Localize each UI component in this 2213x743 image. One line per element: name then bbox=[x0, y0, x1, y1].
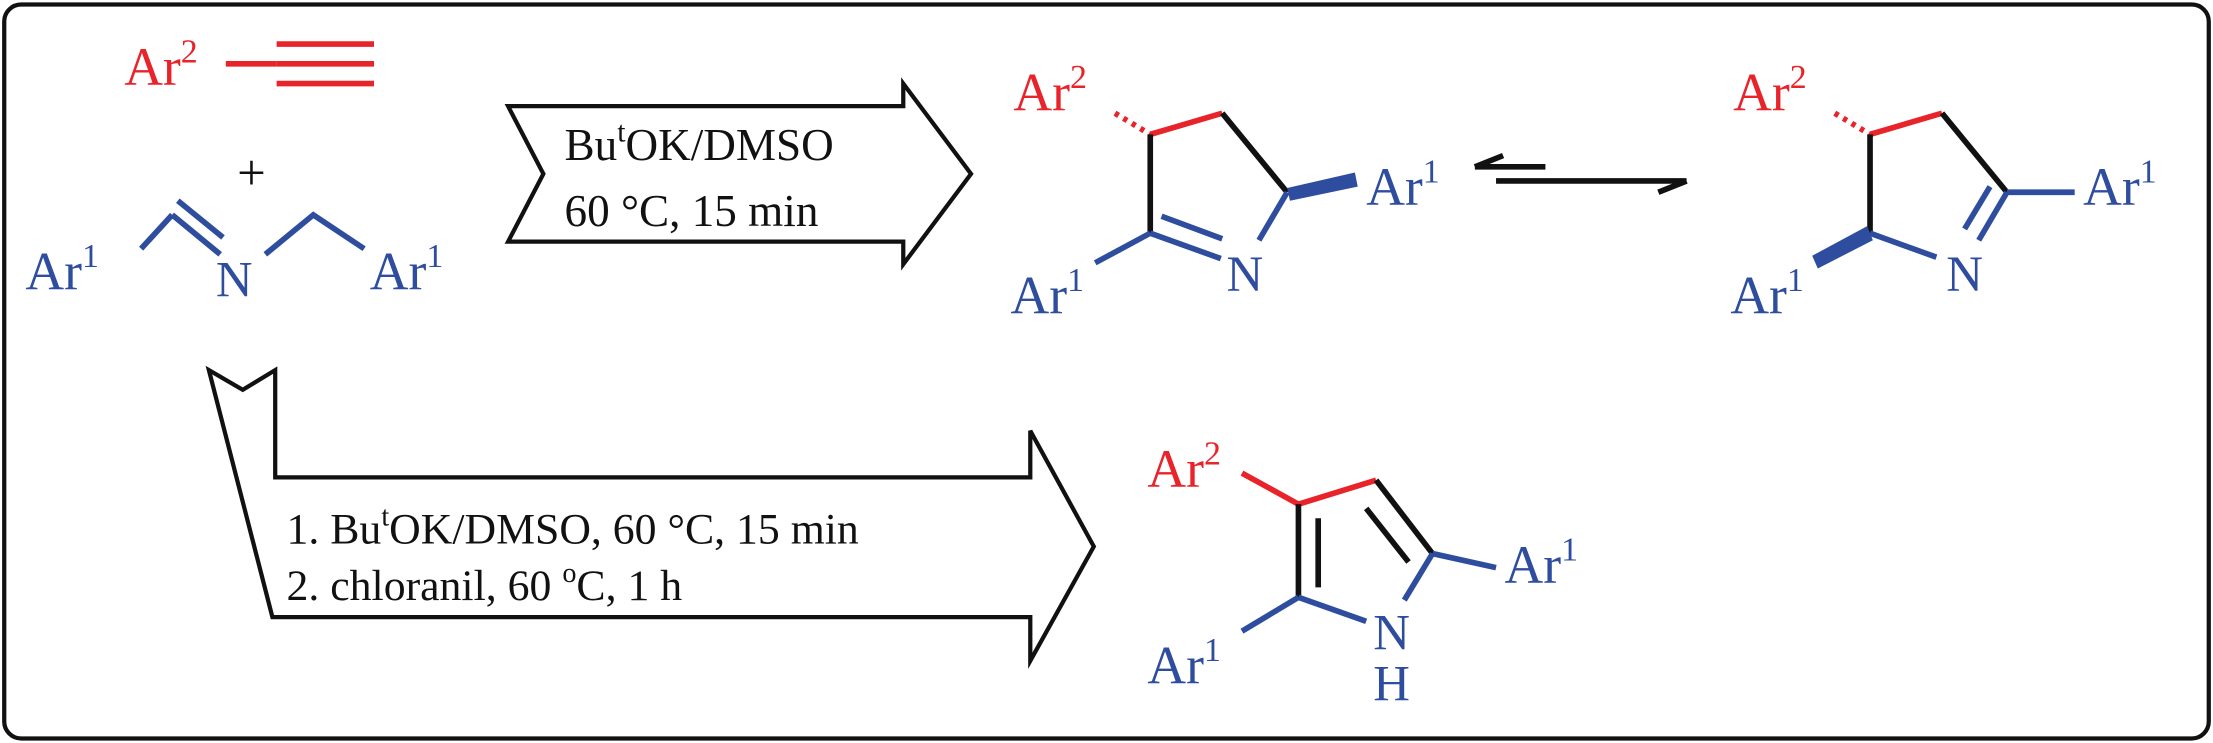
double-bond bbox=[1160, 213, 1224, 242]
ar1-label: Ar1 bbox=[1011, 262, 1085, 326]
alkyne-reactant: Ar2 bbox=[124, 33, 375, 97]
nitrogen-label: N bbox=[216, 252, 253, 308]
bond bbox=[1149, 110, 1224, 138]
conditions-line-1: ButOK/DMSO bbox=[565, 116, 834, 169]
plus-sign: + bbox=[237, 144, 266, 200]
bond bbox=[1256, 190, 1290, 242]
ar1-label: Ar1 bbox=[1730, 262, 1804, 326]
hashed-bond bbox=[1833, 110, 1872, 137]
nitrogen-label: N bbox=[1946, 246, 1983, 302]
bond bbox=[1093, 230, 1152, 266]
bond bbox=[1869, 110, 1943, 138]
imine-reactant: Ar1 N Ar1 bbox=[25, 198, 444, 308]
ar2-label: Ar2 bbox=[1147, 436, 1221, 500]
bond bbox=[1220, 111, 1290, 195]
bond bbox=[1401, 552, 1435, 602]
ar1-label: Ar1 bbox=[1366, 153, 1440, 217]
double-bond bbox=[170, 212, 222, 257]
conditions-line-2: 60 °C, 15 min bbox=[565, 186, 819, 236]
conditions-step-1: 1. ButOK/DMSO, 60 °C, 15 min bbox=[287, 501, 859, 553]
bond bbox=[1373, 478, 1435, 556]
wedge-bond bbox=[1812, 226, 1873, 269]
hashed-bond bbox=[1113, 110, 1152, 137]
conditions-step-2: 2. chloranil, 60 oC, 1 h bbox=[287, 558, 683, 610]
bond bbox=[1240, 594, 1300, 634]
bond bbox=[1240, 470, 1300, 507]
double-bond bbox=[1962, 185, 1993, 231]
bond bbox=[1869, 230, 1938, 260]
ar2-label: Ar2 bbox=[1733, 59, 1807, 123]
double-bond bbox=[1149, 230, 1222, 262]
ar1-label: Ar1 bbox=[1147, 632, 1221, 696]
bond bbox=[1297, 594, 1368, 624]
double-bond bbox=[1363, 506, 1411, 564]
bond bbox=[263, 211, 366, 257]
pyrrole-product: Ar2 N H Ar1 Ar1 bbox=[1147, 436, 1578, 712]
bond bbox=[1431, 550, 1497, 571]
bond bbox=[139, 212, 175, 251]
pyrroline-product-a: Ar2 N Ar1 Ar1 bbox=[1011, 59, 1440, 326]
pyrroline-product-b: Ar2 N Ar1 Ar1 bbox=[1730, 59, 2156, 326]
ar1-label: Ar1 bbox=[25, 238, 99, 302]
ar1-label: Ar1 bbox=[2083, 153, 2157, 217]
bond bbox=[1297, 477, 1377, 507]
ar2-label: Ar2 bbox=[124, 33, 198, 97]
equilibrium-arrows bbox=[1473, 152, 1688, 195]
ar1-label: Ar1 bbox=[1505, 532, 1579, 596]
reaction-arrow-top: ButOK/DMSO 60 °C, 15 min bbox=[504, 77, 974, 271]
double-bond bbox=[176, 198, 225, 240]
nitrogen-label: N bbox=[1226, 246, 1263, 302]
hydrogen-label: H bbox=[1373, 655, 1410, 711]
nitrogen-label: N bbox=[1373, 605, 1410, 661]
reaction-arrow-bottom: 1. ButOK/DMSO, 60 °C, 15 min 2. chlorani… bbox=[205, 365, 1097, 669]
ar2-label: Ar2 bbox=[1013, 59, 1087, 123]
wedge-bond bbox=[1287, 172, 1358, 201]
bond bbox=[1939, 111, 2010, 195]
ar1-label: Ar1 bbox=[370, 238, 444, 302]
double-bond bbox=[1976, 190, 2010, 242]
